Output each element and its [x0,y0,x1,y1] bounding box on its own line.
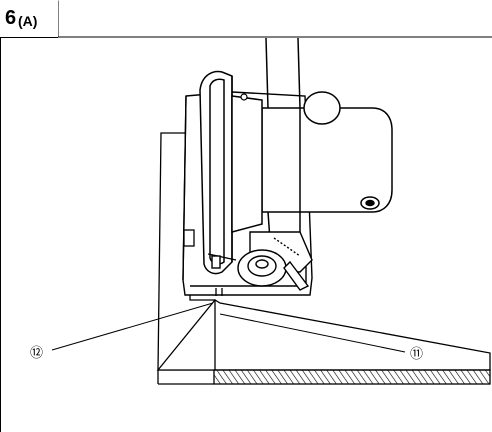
figure-label-tab: 6 (A) [0,0,58,37]
blade-guard [199,70,233,275]
bevel-knob [207,231,313,291]
leader-lines [51,302,406,353]
motor-housing [231,91,393,233]
board-end-hatch [213,369,491,385]
cut-notch [215,288,223,296]
figure-sub-label: (A) [18,13,38,29]
callout-12-label: ⑫ [30,346,43,361]
callout-11-label: ⑪ [410,347,423,362]
figure-number: 6 [5,7,17,29]
guard-bracket [183,229,195,247]
